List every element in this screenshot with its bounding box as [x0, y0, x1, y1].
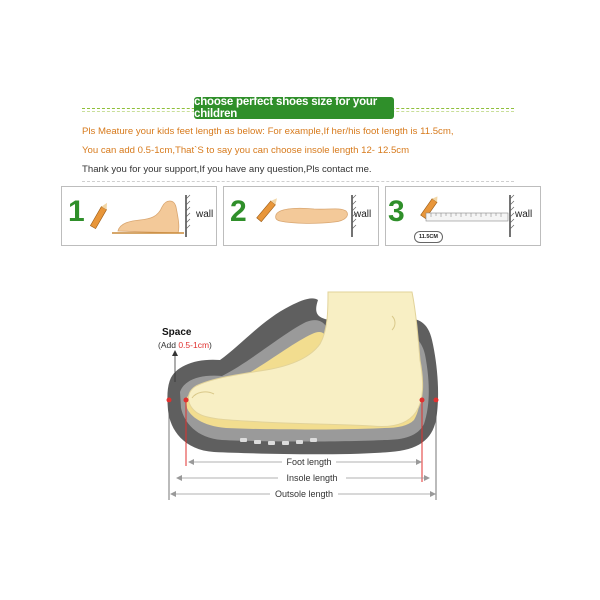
- instruction-line-2: You can add 0.5-1cm,That`S to say you ca…: [82, 145, 410, 156]
- step-3-illustration: [420, 194, 515, 237]
- shoe-inner-lining: [180, 320, 429, 442]
- space-note-value: 0.5-1cm: [178, 340, 210, 350]
- step-number-2: 2: [230, 195, 247, 228]
- step-number-1: 1: [68, 195, 85, 228]
- pencil-icon: [420, 196, 438, 219]
- pencil-icon: [89, 202, 108, 230]
- sole-tread: [240, 438, 317, 445]
- foot-side-icon: [117, 200, 180, 234]
- foot-length-label: Foot length: [286, 457, 332, 467]
- instruction-line-3: Thank you for your support,If you have a…: [82, 164, 372, 175]
- step-panel-2: 2 wall: [223, 186, 379, 246]
- instruction-divider: [82, 181, 514, 182]
- ruler-icon: [425, 212, 509, 222]
- step-2-illustration: [256, 194, 357, 237]
- measurement-badge: 11.5CM: [414, 231, 443, 243]
- instruction-line-1: Pls Meature your kids feet length as bel…: [82, 126, 454, 137]
- wall-label-1: wall: [196, 209, 214, 220]
- banner-title: choose perfect shoes size for your child…: [194, 96, 394, 120]
- wall-label-2: wall: [354, 209, 372, 220]
- space-label: Space: [162, 327, 192, 338]
- step-panel-1: 1 wall: [61, 186, 217, 246]
- space-arrow: [172, 350, 178, 382]
- step-number-3: 3: [388, 195, 405, 228]
- space-note-suffix: ): [209, 340, 212, 350]
- space-note: (Add 0.5-1cm): [158, 340, 212, 350]
- measurement-markers: [166, 397, 439, 403]
- wall-label-3: wall: [515, 209, 533, 220]
- pencil-icon: [256, 198, 277, 223]
- step-panel-3: 3 11.5CM wall: [385, 186, 541, 246]
- guide-lines-dark: [168, 402, 437, 500]
- step-1-illustration: [89, 194, 191, 237]
- shoe-insole: [186, 332, 421, 430]
- foot-top-icon: [275, 207, 348, 224]
- foot-icon: [188, 291, 424, 427]
- outsole-length-label: Outsole length: [274, 489, 334, 499]
- space-note-prefix: (Add: [158, 340, 179, 350]
- insole-length-label: Insole length: [286, 473, 338, 483]
- guide-lines-red: [185, 402, 423, 482]
- shoe-outsole: [167, 298, 439, 455]
